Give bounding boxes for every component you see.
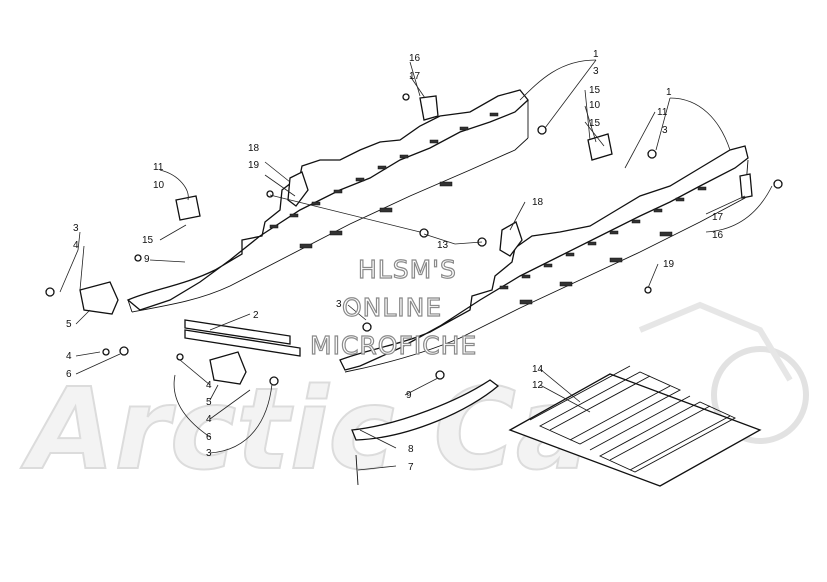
callout-18-left: 18 <box>248 143 260 154</box>
callout-5-middle: 5 <box>206 397 212 408</box>
leader-lines <box>59 59 773 471</box>
callout-3-center: 3 <box>336 299 342 310</box>
callout-14: 14 <box>532 364 544 375</box>
watermark-line-1: HLSM'S <box>358 255 457 284</box>
wear-strip <box>351 379 500 441</box>
callout-5-left: 5 <box>66 319 72 330</box>
watermark-line-3: MICROFICHE <box>310 331 477 360</box>
callout-3-bottom: 3 <box>206 448 212 459</box>
left-rail-holes <box>269 112 499 249</box>
callout-1-right: 1 <box>666 87 672 98</box>
callout-4-left: 4 <box>73 240 79 251</box>
callout-17-right: 17 <box>712 212 724 223</box>
right-slide-rail <box>339 145 749 373</box>
site-watermark: HLSM'S ONLINE MICROFICHE <box>309 254 477 360</box>
callout-19-left: 19 <box>248 160 260 171</box>
callout-18-right: 18 <box>532 197 544 208</box>
brackets <box>287 95 753 257</box>
callout-12: 12 <box>532 380 544 391</box>
callout-7: 7 <box>408 462 414 473</box>
callout-15-left: 15 <box>142 235 154 246</box>
callout-4-bottom: 4 <box>206 414 212 425</box>
callout-4-lower: 4 <box>66 351 72 362</box>
callout-16-top: 16 <box>409 53 421 64</box>
callout-1-top: 1 <box>593 49 599 60</box>
callout-4-middle: 4 <box>206 380 212 391</box>
callout-3-top: 3 <box>593 66 599 77</box>
right-rail-holes <box>499 186 707 305</box>
left-bumper-block <box>79 281 247 385</box>
callout-9-left: 9 <box>144 254 150 265</box>
callout-3-left: 3 <box>73 223 79 234</box>
callout-6-left: 6 <box>66 369 72 380</box>
shock-mounts <box>175 133 613 221</box>
fasteners <box>45 93 783 486</box>
callout-11-left: 11 <box>153 162 164 173</box>
callout-11-right: 11 <box>657 107 668 118</box>
callout-9-right: 9 <box>406 390 412 401</box>
callout-10-right: 10 <box>589 100 601 111</box>
callout-13: 13 <box>437 240 449 251</box>
callout-8: 8 <box>408 444 414 455</box>
callout-2: 2 <box>253 310 259 321</box>
callout-19-right: 19 <box>663 259 675 270</box>
track-section <box>508 365 762 487</box>
cross-shaft <box>184 319 301 357</box>
callout-6-middle: 6 <box>206 432 212 443</box>
callout-16-right: 16 <box>712 230 724 241</box>
callout-10-left: 10 <box>153 180 165 191</box>
callout-15-right-lower: 15 <box>589 118 601 129</box>
left-slide-rail <box>126 89 529 313</box>
callout-17-top: 17 <box>409 71 421 82</box>
watermark-line-2: ONLINE <box>342 293 442 322</box>
callout-3-right: 3 <box>662 125 668 136</box>
callout-15-right-top: 15 <box>589 85 601 96</box>
callout-labels: 1 1 2 3 3 3 3 3 4 4 4 4 5 5 6 6 7 8 9 9 … <box>66 49 724 473</box>
